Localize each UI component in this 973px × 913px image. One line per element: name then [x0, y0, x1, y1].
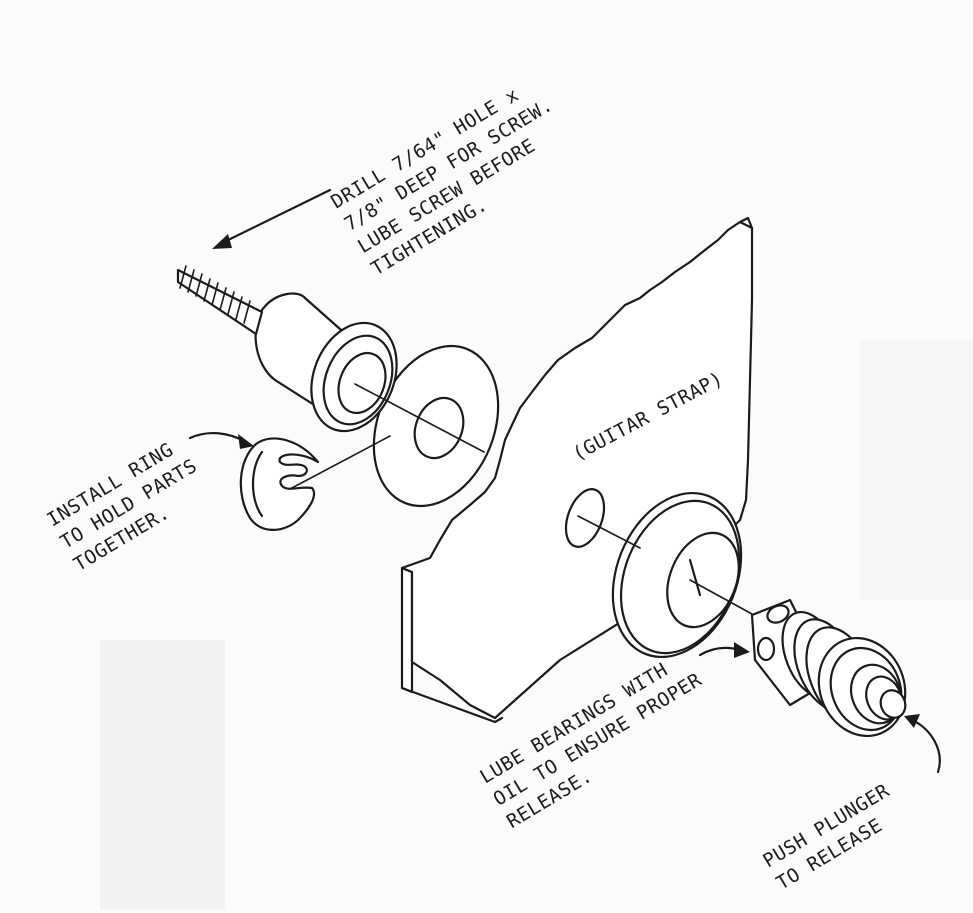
ring-arrowhead [238, 434, 254, 449]
button-face-rim [322, 334, 394, 426]
lock-cap-rim [829, 646, 903, 732]
strap-corner [738, 216, 754, 230]
lube-arrowhead [734, 642, 750, 658]
e-clip-ring [239, 437, 320, 531]
e-clip-outer [239, 437, 320, 531]
plunger-tip [879, 689, 907, 719]
flange-inner [666, 531, 740, 629]
plunger-note: PUSH PLUNGER TO RELEASE [759, 780, 893, 895]
plunger-arrowhead [904, 714, 920, 728]
strap-hole [564, 488, 606, 548]
strap-bottom-edge [400, 686, 504, 724]
plunger-arrow-line [910, 718, 941, 774]
barrel-hole [766, 604, 790, 624]
drill-note: DRILL 7/64" HOLE x 7/8" DEEP FOR SCREW. … [327, 84, 556, 280]
assembly-centerline [289, 383, 753, 615]
wood-screw [176, 265, 264, 336]
lock-body [750, 598, 907, 738]
flange-inner-detail [688, 558, 702, 597]
drill-arrowhead [212, 234, 232, 249]
drill-arrow-line [216, 188, 332, 247]
e-clip-inner [252, 450, 264, 518]
leader-arrows [188, 188, 941, 774]
barrel-hole-2 [756, 636, 776, 662]
scan-smudge [860, 340, 973, 600]
strap-button [254, 292, 398, 433]
ring-note: INSTALL RING TO HOLD PARTS TOGETHER. [43, 439, 201, 576]
screw-threads [179, 265, 251, 324]
button-bore [337, 351, 387, 415]
strap-edge [400, 566, 414, 694]
ring-arrow-line [188, 432, 248, 444]
scan-smudge [100, 640, 225, 910]
receiver-flange [611, 491, 743, 659]
